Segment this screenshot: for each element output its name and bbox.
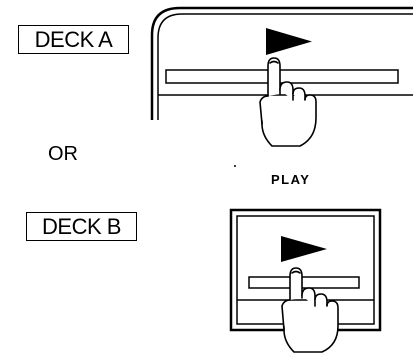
play-triangle-icon[interactable]	[266, 28, 312, 55]
deck-a-tape-slot	[166, 70, 398, 83]
pointing-hand-icon	[282, 268, 338, 352]
pointing-hand-icon	[260, 58, 316, 146]
play-triangle-icon[interactable]	[281, 236, 327, 262]
stray-dot	[234, 165, 236, 167]
deck-a-panel	[152, 8, 413, 120]
deck-b-tape-slot	[249, 277, 359, 288]
